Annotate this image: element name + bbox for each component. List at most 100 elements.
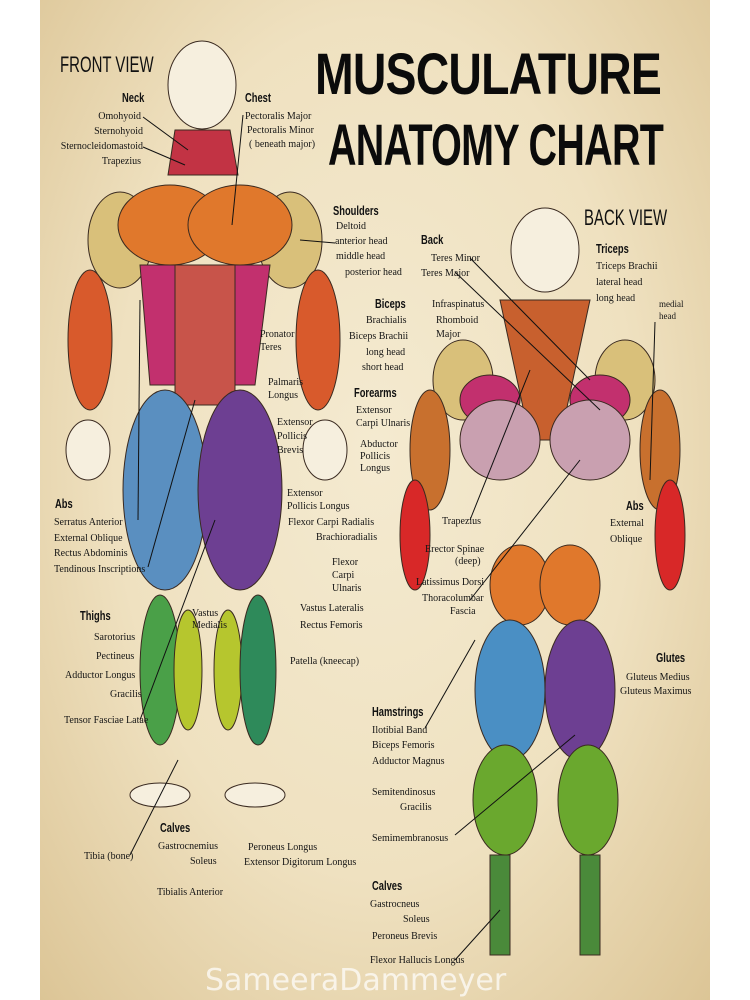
label: External Oblique bbox=[54, 533, 123, 544]
label: Rectus Abdominis bbox=[54, 548, 128, 559]
label: Longus bbox=[268, 390, 298, 401]
label: Peroneus Longus bbox=[248, 842, 318, 853]
calves-heading: Calves bbox=[160, 820, 191, 835]
label: Ilotibial Band bbox=[372, 725, 428, 736]
label: Omohyoid bbox=[98, 111, 141, 122]
back-calves-heading: Calves bbox=[372, 878, 403, 893]
label: Gracilis bbox=[110, 689, 142, 700]
label: Trapezius bbox=[101, 156, 141, 167]
front-view-label: FRONT VIEW bbox=[60, 52, 154, 77]
label: Gracilis bbox=[400, 802, 432, 813]
forearms-heading: Forearms bbox=[354, 385, 397, 400]
label: Carpi Ulnaris bbox=[356, 418, 411, 429]
hamstrings-heading: Hamstrings bbox=[372, 704, 424, 719]
label: External bbox=[610, 518, 644, 529]
label: Vastus Lateralis bbox=[300, 603, 364, 614]
label: Gastrocnemius bbox=[158, 841, 218, 852]
label: Tendinous Inscriptions bbox=[54, 564, 146, 575]
label: Rhomboid bbox=[436, 315, 479, 326]
label: Teres Minor bbox=[431, 253, 481, 264]
back-figure bbox=[399, 207, 686, 956]
label: Soleus bbox=[403, 914, 430, 925]
label: anterior head bbox=[335, 236, 388, 247]
chest-heading: Chest bbox=[245, 90, 272, 105]
thighs-heading: Thighs bbox=[80, 608, 111, 623]
label: Infraspinatus bbox=[432, 299, 485, 310]
label: Brevis bbox=[277, 445, 304, 456]
label: Pollicis bbox=[277, 431, 308, 442]
label: Erector Spinae bbox=[425, 544, 485, 555]
label: Pronator bbox=[260, 329, 295, 340]
label: Flexor bbox=[332, 557, 359, 568]
label: Pectineus bbox=[96, 651, 135, 662]
label: Gluteus Maximus bbox=[620, 686, 692, 697]
label: Pollicis Longus bbox=[287, 501, 350, 512]
label: short head bbox=[362, 362, 404, 373]
label: Brachioradialis bbox=[316, 532, 378, 543]
label: Vastus bbox=[192, 608, 219, 619]
title-line-2: ANATOMY CHART bbox=[328, 113, 664, 178]
label: Fascia bbox=[450, 606, 476, 617]
label: lateral head bbox=[596, 277, 643, 288]
label: Extensor bbox=[277, 417, 313, 428]
label: Longus bbox=[360, 463, 390, 474]
label: Flexor Hallucis Longus bbox=[370, 955, 465, 966]
label: Adductor Magnus bbox=[372, 756, 445, 767]
label: Serratus Anterior bbox=[54, 517, 123, 528]
label: Pollicis bbox=[360, 451, 391, 462]
label: (deep) bbox=[455, 556, 481, 567]
label: Biceps Brachii bbox=[349, 331, 409, 342]
biceps-heading: Biceps bbox=[375, 296, 406, 311]
label: Palmaris bbox=[268, 377, 303, 388]
label: long head bbox=[366, 347, 406, 358]
neck-heading: Neck bbox=[122, 90, 145, 105]
label: Extensor bbox=[356, 405, 392, 416]
label: Tibia (bone) bbox=[84, 851, 134, 862]
label: Sternocleidomastoid bbox=[60, 141, 143, 152]
label: middle head bbox=[336, 251, 386, 262]
label: Trapezius bbox=[442, 516, 482, 527]
label: Soleus bbox=[190, 856, 217, 867]
label: Semitendinosus bbox=[372, 787, 436, 798]
label: Teres Major bbox=[421, 268, 470, 279]
label: Carpi bbox=[332, 570, 355, 581]
label: Abductor bbox=[360, 439, 398, 450]
label: Sarotorius bbox=[94, 632, 136, 643]
label: Oblique bbox=[610, 534, 643, 545]
leader-lines bbox=[129, 114, 656, 961]
label: Ulnaris bbox=[332, 583, 362, 594]
label: Gastrocneus bbox=[370, 899, 420, 910]
back-abs-heading: Abs bbox=[626, 498, 644, 513]
front-figure bbox=[65, 40, 348, 808]
back-view-label: BACK VIEW bbox=[584, 205, 668, 230]
label: Brachialis bbox=[366, 315, 407, 326]
label: Flexor Carpi Radialis bbox=[288, 517, 375, 528]
label: Tibialis Anterior bbox=[157, 887, 224, 898]
label: Pectoralis Minor bbox=[247, 125, 314, 136]
label: Deltoid bbox=[336, 221, 366, 232]
label: Extensor bbox=[287, 488, 323, 499]
back-heading: Back bbox=[421, 232, 444, 247]
label: head bbox=[659, 311, 676, 321]
triceps-heading: Triceps bbox=[596, 241, 629, 256]
label: Adductor Longus bbox=[65, 670, 136, 681]
shoulders-heading: Shoulders bbox=[333, 203, 379, 218]
label: Medialis bbox=[192, 620, 227, 631]
label: posterior head bbox=[345, 267, 402, 278]
label: Pectoralis Major bbox=[245, 111, 312, 122]
label: Rectus Femoris bbox=[300, 620, 363, 631]
label: Gluteus Medius bbox=[626, 672, 690, 683]
label: Extensor Digitorum Longus bbox=[244, 857, 357, 868]
label: Biceps Femoris bbox=[372, 740, 435, 751]
title-line-1: MUSCULATURE bbox=[315, 42, 662, 107]
glutes-heading: Glutes bbox=[656, 650, 686, 665]
label: Semimembranosus bbox=[372, 833, 449, 844]
abs-heading: Abs bbox=[55, 496, 73, 511]
label: Latissimus Dorsi bbox=[416, 577, 485, 588]
label: Major bbox=[436, 329, 461, 340]
label: Tensor Fasciae Latae bbox=[64, 715, 149, 726]
label: Teres bbox=[260, 342, 282, 353]
label: Sternohyoid bbox=[94, 126, 143, 137]
label: Patella (kneecap) bbox=[290, 656, 360, 667]
